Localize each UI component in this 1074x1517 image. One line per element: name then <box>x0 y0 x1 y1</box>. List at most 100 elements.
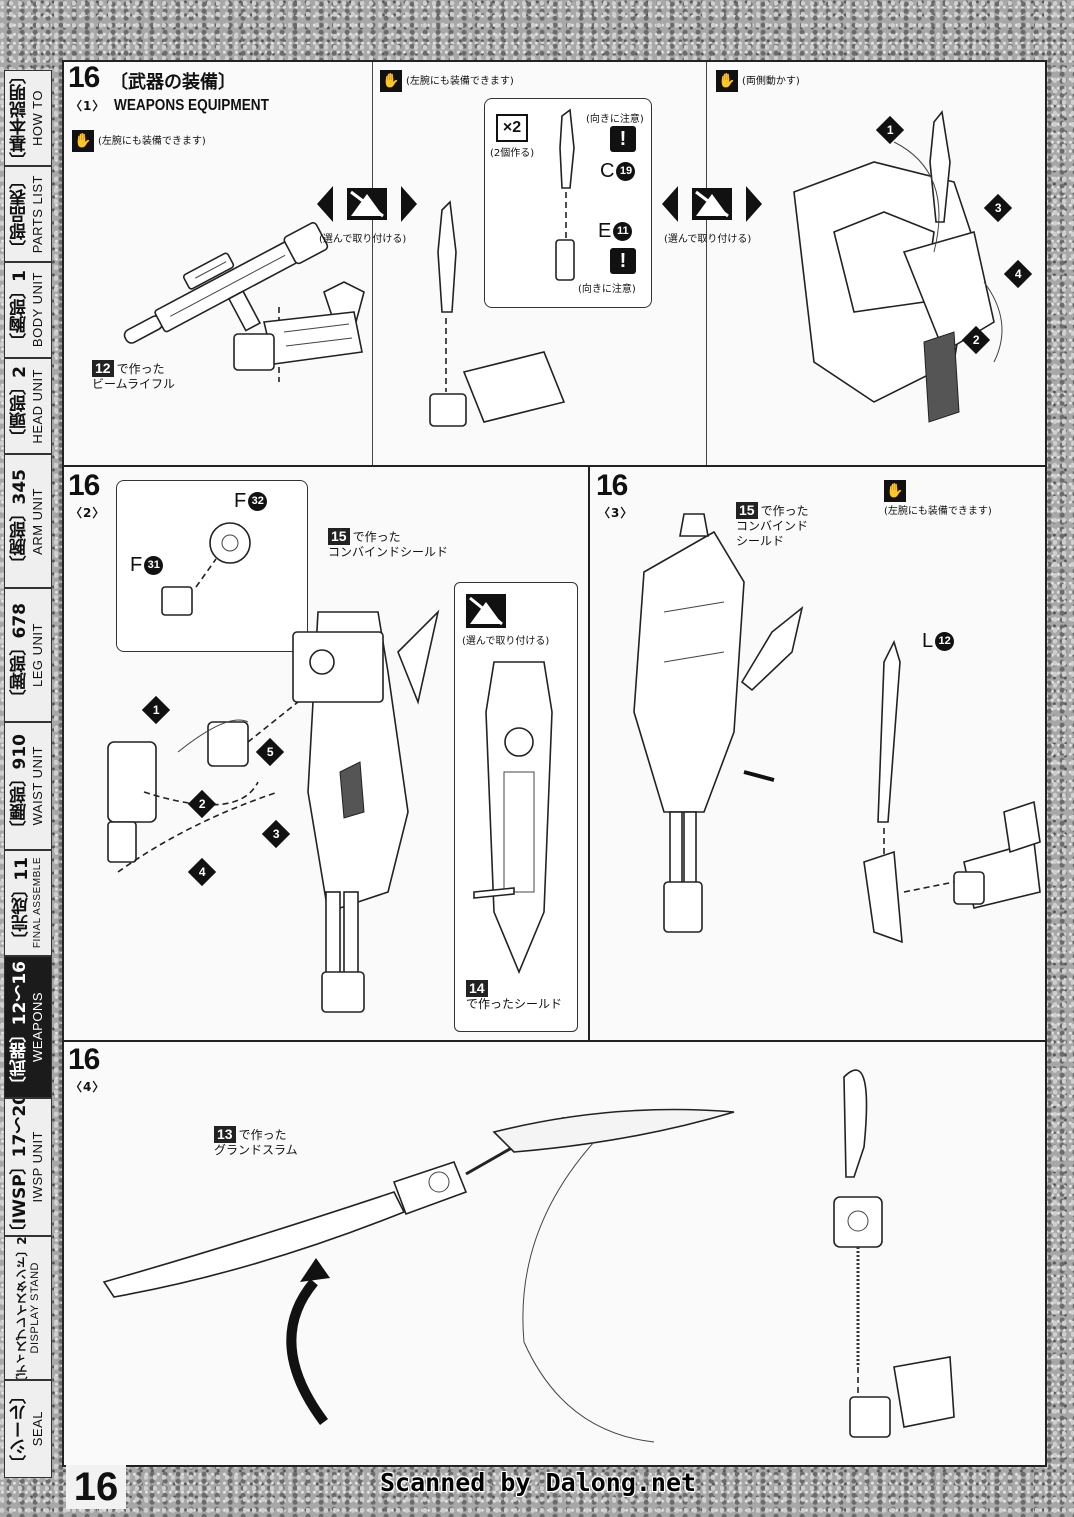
sequence-number: 3 <box>272 827 280 841</box>
part-letter: F <box>234 490 247 512</box>
divider <box>706 62 707 465</box>
both-sides-note: ✋(両側動かす) <box>716 70 800 92</box>
tab-label-en: SEAL <box>30 1411 45 1447</box>
select-caption: (選んで取り付ける) <box>664 234 752 245</box>
tab-weapons[interactable]: 〔武器〕12〜16 WEAPONS <box>4 956 52 1098</box>
note-text: (左腕にも装備できます) <box>98 136 206 147</box>
tab-label-jp: 〔脚部〕678 <box>10 603 30 707</box>
knife-parts-illustration <box>555 108 575 281</box>
sequence-number: 4 <box>198 865 206 879</box>
tab-display-stand[interactable]: 〔ディスプレイスタンド〕21 DISPLAY STAND <box>4 1236 52 1380</box>
tab-label-en: LEG UNIT <box>30 623 45 687</box>
ref-text: で作ったシールド <box>466 997 563 1011</box>
select-icon <box>466 594 506 628</box>
caution-icon: ! <box>610 248 636 274</box>
step-sub: 〈4〉 <box>70 1080 106 1094</box>
tab-label-en: DISPLAY STAND <box>28 1262 41 1354</box>
tab-label-jp: 〔胸部〕1 <box>10 270 30 350</box>
divider <box>64 465 1045 467</box>
step-number: 16 <box>596 469 628 502</box>
section-title-en: WEAPONS EQUIPMENT <box>114 97 269 114</box>
sequence-number: 1 <box>152 703 160 717</box>
step-number: 16 <box>68 469 100 502</box>
sequence-number: 5 <box>266 745 274 759</box>
tab-label-en: PARTS LIST <box>30 174 45 254</box>
note-text: (両側動かす) <box>742 76 800 87</box>
tab-label-en: IWSP UNIT <box>30 1131 45 1203</box>
tab-label-en: WAIST UNIT <box>30 746 45 826</box>
tab-label-jp: 〔腕部〕345 <box>10 469 30 573</box>
tab-leg-unit[interactable]: 〔脚部〕678 LEG UNIT <box>4 588 52 722</box>
select-caption: (選んで取り付ける) <box>462 636 550 647</box>
shoulder-knife-illustration <box>793 110 1003 423</box>
divider <box>64 1040 1045 1042</box>
tab-label-en: HEAD UNIT <box>30 368 45 444</box>
sequence-number: 3 <box>994 201 1002 215</box>
part-number: 12 <box>935 632 955 651</box>
step-number: 16 <box>68 61 100 94</box>
tab-label-jp: 〔武器〕12〜16 <box>10 960 30 1094</box>
tab-label-en: ARM UNIT <box>30 487 45 555</box>
tab-how-to[interactable]: 〔基本説明〕 HOW TO <box>4 70 52 166</box>
step-ref-number: 13 <box>214 1126 236 1143</box>
tab-head-unit[interactable]: 〔頭部〕2 HEAD UNIT <box>4 358 52 454</box>
part-letter: C <box>600 160 615 182</box>
select-icon <box>317 186 417 222</box>
grand-slam-sword-illustration <box>102 1108 735 1443</box>
sequence-number: 1 <box>886 123 894 137</box>
tab-body-unit[interactable]: 〔胸部〕1 BODY UNIT <box>4 262 52 358</box>
left-arm-note-mid: ✋ (左腕にも装備できます) <box>380 70 514 92</box>
ref-text: で作った <box>760 504 809 518</box>
select-icon <box>662 186 762 222</box>
step-ref-number: 12 <box>92 360 114 377</box>
hand-icon: ✋ <box>380 70 402 92</box>
tab-label-jp: 〔ディスプレイスタンド〕21 <box>14 1236 29 1380</box>
ref-text: で作った <box>238 1128 287 1142</box>
divider <box>588 465 590 1042</box>
tab-final-assemble[interactable]: 〔完成〕11 FINAL ASSEMBLE <box>4 850 52 956</box>
caution-icon: ! <box>610 126 636 152</box>
select-caption: (選んで取り付ける) <box>319 234 407 245</box>
tab-arm-unit[interactable]: 〔腕部〕345 ARM UNIT <box>4 454 52 588</box>
step-sub: 〈1〉 <box>70 99 106 113</box>
sequence-number: 2 <box>972 333 980 347</box>
sequence-number: 2 <box>198 797 206 811</box>
combined-shield-illustration <box>107 609 440 1013</box>
sequence-number: 4 <box>1014 267 1022 281</box>
f-parts-illustration <box>161 522 251 616</box>
caution-caption: (向きに注意) <box>578 284 636 295</box>
step-number: 16 <box>68 1043 100 1076</box>
tab-label-en: WEAPONS <box>30 992 45 1062</box>
tab-waist-unit[interactable]: 〔腰部〕910 WAIST UNIT <box>4 722 52 850</box>
ref-text: で作った <box>116 362 165 376</box>
forearm-illustration <box>233 281 365 371</box>
tab-label-jp: 〔基本説明〕 <box>10 70 30 166</box>
divider <box>372 62 373 465</box>
tab-label-en: BODY UNIT <box>30 272 45 348</box>
tab-iwsp-unit[interactable]: 〔IWSP〕17〜20 IWSP UNIT <box>4 1098 52 1236</box>
part-number: 11 <box>613 222 633 241</box>
left-arm-note: ✋(左腕にも装備できます) <box>72 130 206 152</box>
part-number: 32 <box>248 492 268 511</box>
step-ref-number: 15 <box>736 502 758 519</box>
left-arm-note: ✋(左腕にも装備できます) <box>884 480 992 517</box>
page-number: 16 <box>66 1465 126 1509</box>
quantity-badge: ×2 <box>496 114 528 142</box>
part-letter: E <box>598 220 612 242</box>
step-ref-number: 15 <box>328 528 350 545</box>
caution-caption: (向きに注意) <box>586 114 644 125</box>
tab-parts-list[interactable]: 〔部品表〕 PARTS LIST <box>4 166 52 262</box>
tab-label-jp: 〔部品表〕 <box>10 171 30 257</box>
part-letter: L <box>922 630 934 652</box>
tab-label-jp: 〔頭部〕2 <box>10 366 30 446</box>
tab-seal[interactable]: 〔シール〕 SEAL <box>4 1380 52 1478</box>
ref-name: グランドスラム <box>214 1143 298 1157</box>
combined-shield-front-illustration <box>633 513 775 933</box>
note-text: (左腕にも装備できます) <box>406 76 514 87</box>
tab-label-jp: 〔腰部〕910 <box>10 734 30 838</box>
